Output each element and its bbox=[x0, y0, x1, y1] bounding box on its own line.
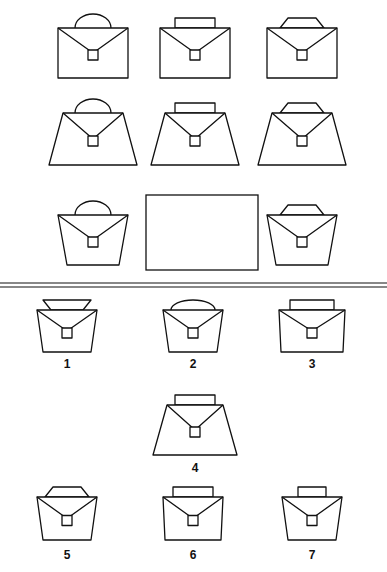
arc-handle bbox=[75, 14, 111, 28]
option-number: 3 bbox=[297, 357, 327, 371]
briefcase-body bbox=[258, 113, 346, 165]
trapezoid-handle bbox=[280, 18, 324, 28]
clasp bbox=[62, 516, 72, 526]
briefcase-body bbox=[37, 310, 97, 352]
briefcase-body bbox=[282, 497, 342, 540]
rect-handle bbox=[175, 395, 215, 405]
briefcase-body bbox=[37, 497, 97, 540]
clasp bbox=[190, 427, 200, 437]
clasp bbox=[297, 136, 307, 146]
clasp bbox=[297, 50, 307, 60]
briefcase-flap bbox=[160, 28, 230, 53]
briefcase-body bbox=[49, 113, 137, 165]
briefcase-body bbox=[267, 215, 337, 265]
option-number: 5 bbox=[52, 548, 82, 562]
empty-cell bbox=[146, 195, 258, 270]
clasp bbox=[88, 136, 98, 146]
briefcase-flap bbox=[267, 28, 337, 53]
briefcase-body bbox=[163, 310, 223, 352]
briefcase-body bbox=[58, 28, 128, 78]
clasp bbox=[190, 136, 200, 146]
briefcase-flap bbox=[167, 405, 223, 430]
option-number: 1 bbox=[52, 357, 82, 371]
divider-line bbox=[0, 282, 387, 283]
briefcase-body bbox=[163, 497, 223, 540]
trapezoid-handle bbox=[45, 487, 89, 497]
clasp bbox=[307, 328, 317, 338]
arc-handle bbox=[75, 201, 111, 215]
briefcase-body bbox=[160, 28, 230, 78]
option-number: 4 bbox=[180, 461, 210, 475]
clasp bbox=[188, 516, 198, 526]
rect-handle bbox=[175, 103, 215, 113]
rect-handle bbox=[173, 487, 213, 497]
briefcase-flap bbox=[272, 113, 332, 139]
option-number: 7 bbox=[297, 548, 327, 562]
briefcase-flap bbox=[63, 113, 123, 139]
trapezoid-handle bbox=[43, 300, 91, 310]
briefcase-flap bbox=[58, 215, 128, 240]
briefcase-body bbox=[153, 405, 237, 455]
trapezoid-handle bbox=[280, 205, 324, 215]
briefcase-body bbox=[267, 28, 337, 78]
briefcase-flap bbox=[165, 113, 225, 139]
clasp bbox=[62, 328, 72, 338]
briefcase-body bbox=[151, 113, 239, 165]
rect-handle bbox=[175, 18, 215, 28]
clasp bbox=[297, 237, 307, 247]
clasp bbox=[188, 328, 198, 338]
briefcase-flap bbox=[58, 28, 128, 53]
clasp bbox=[190, 50, 200, 60]
rect-handle bbox=[298, 487, 326, 497]
clasp bbox=[88, 50, 98, 60]
option-number: 2 bbox=[178, 357, 208, 371]
trapezoid-handle bbox=[280, 103, 324, 113]
option-number: 6 bbox=[178, 548, 208, 562]
briefcase-flap bbox=[267, 215, 337, 240]
briefcase-body bbox=[279, 310, 345, 352]
rect-handle bbox=[290, 300, 334, 310]
arc-handle bbox=[75, 99, 111, 113]
clasp bbox=[307, 516, 317, 526]
clasp bbox=[88, 237, 98, 247]
arc-handle bbox=[171, 300, 215, 310]
briefcase-body bbox=[58, 215, 128, 265]
divider-line bbox=[0, 286, 387, 287]
